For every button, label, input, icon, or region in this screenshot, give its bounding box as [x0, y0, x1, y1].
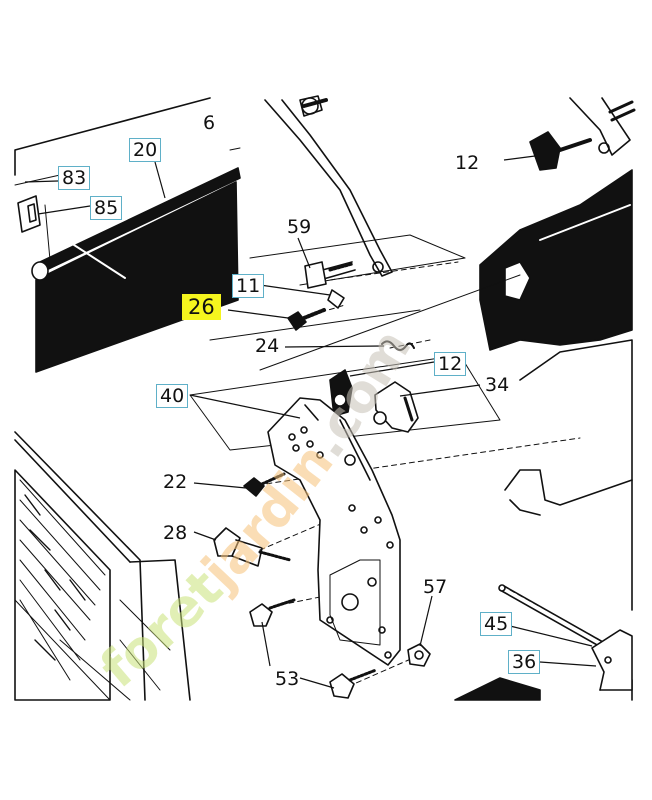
- callout-6: 6: [203, 112, 216, 134]
- rear-cover-right: [479, 169, 633, 351]
- callout-12-lower: 12: [434, 352, 467, 376]
- callout-12-top: 12: [455, 152, 480, 174]
- callout-57: 57: [423, 576, 448, 598]
- bolt-part-59: [304, 261, 356, 289]
- knob-part-12-top: [529, 131, 561, 171]
- screw-part-26: [287, 308, 326, 331]
- long-rod: [259, 274, 521, 371]
- guide-rect-lower: [189, 354, 501, 451]
- callout-59: 59: [287, 216, 312, 238]
- callout-34: 34: [485, 374, 510, 396]
- callout-85: 85: [90, 196, 123, 220]
- screw-part-53-upper: [249, 598, 296, 627]
- handle-bracket-right: [558, 97, 636, 156]
- spring-part-24: [381, 340, 415, 351]
- grass-bag: [14, 431, 191, 701]
- callout-20: 20: [129, 138, 162, 162]
- chassis-hatch: [14, 147, 241, 186]
- chassis-top-left-outline: [14, 97, 211, 176]
- callout-40: 40: [156, 384, 189, 408]
- screw-part-53-lower: [329, 668, 378, 699]
- guide-rect-mid: [209, 309, 421, 341]
- callout-24: 24: [255, 335, 280, 357]
- rod-part-45: [498, 584, 611, 651]
- callout-26: 26: [182, 294, 221, 320]
- callout-53: 53: [275, 668, 300, 690]
- callout-45: 45: [480, 612, 513, 636]
- callout-11: 11: [232, 274, 265, 298]
- chassis-right-body: [454, 339, 633, 701]
- callout-36: 36: [508, 650, 541, 674]
- rear-flap-part-20: [17, 167, 241, 373]
- callout-28: 28: [163, 522, 188, 544]
- callout-83: 83: [58, 166, 91, 190]
- guide-rect-upper: [249, 234, 466, 286]
- bracket-part-36: [591, 629, 633, 691]
- screw-part-22: [243, 472, 286, 497]
- side-plate-part-40: [267, 397, 401, 666]
- bolt-part-28: [213, 527, 292, 567]
- pin-part-11: [327, 289, 345, 309]
- nut-part-57: [407, 643, 431, 667]
- leader-lines: [24, 155, 597, 689]
- handle-arm: [264, 95, 393, 277]
- callout-22: 22: [163, 471, 188, 493]
- svg-text:foretjardin.com: foretjardin.com: [90, 319, 424, 700]
